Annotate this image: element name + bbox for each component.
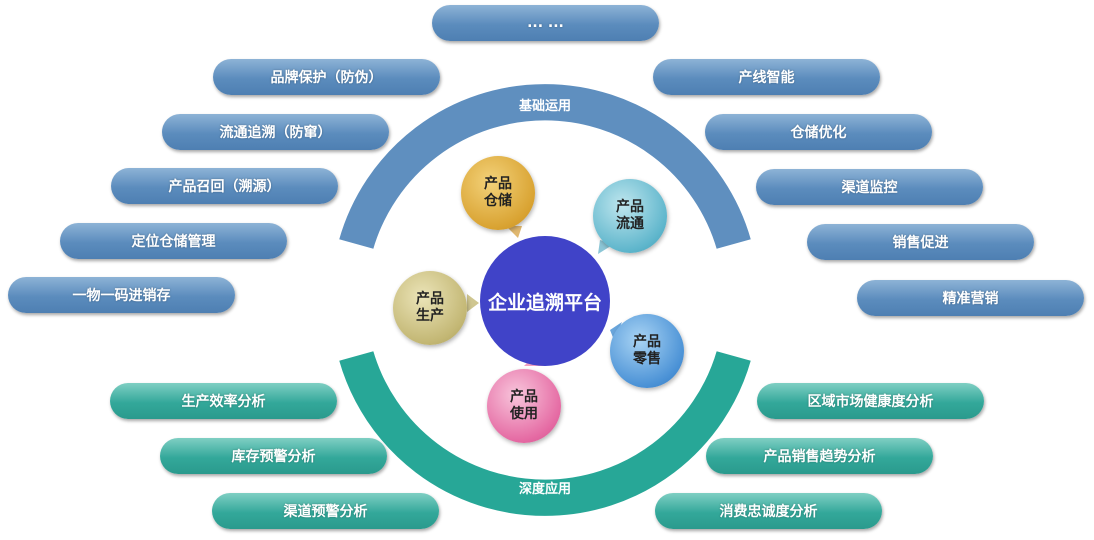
center-platform: 企业追溯平台 bbox=[480, 236, 610, 366]
node-production-label: 产品生产 bbox=[416, 291, 444, 324]
node-usage: 产品使用 bbox=[487, 369, 561, 443]
deep-arc bbox=[336, 348, 754, 518]
basic-right-item: 产线智能 bbox=[653, 59, 880, 95]
more-pill: ... ... bbox=[432, 5, 659, 41]
basic-arc bbox=[336, 82, 754, 252]
basic-left-item: 产品召回（溯源） bbox=[111, 168, 338, 204]
basic-arc-label: 基础运用 bbox=[518, 99, 571, 114]
node-storage-label: 产品仓储 bbox=[484, 176, 512, 209]
deep-left-item: 生产效率分析 bbox=[110, 383, 337, 419]
deep-arc-label: 深度应用 bbox=[518, 482, 571, 497]
arrow-storage bbox=[506, 226, 522, 238]
basic-left-item: 品牌保护（防伪） bbox=[213, 59, 440, 95]
node-usage-label: 产品使用 bbox=[510, 389, 538, 422]
node-storage: 产品仓储 bbox=[461, 156, 535, 230]
node-circulation-label: 产品流通 bbox=[616, 199, 644, 232]
basic-left-item: 一物一码进销存 bbox=[8, 277, 235, 313]
node-retail: 产品零售 bbox=[610, 314, 684, 388]
deep-left-item: 库存预警分析 bbox=[160, 438, 387, 474]
basic-right-item: 仓储优化 bbox=[705, 114, 932, 150]
node-retail-label: 产品零售 bbox=[633, 334, 661, 367]
arrow-production bbox=[467, 294, 479, 312]
deep-right-item: 消费忠诚度分析 bbox=[655, 493, 882, 529]
deep-right-item: 产品销售趋势分析 bbox=[706, 438, 933, 474]
basic-right-item: 销售促进 bbox=[807, 224, 1034, 260]
node-circulation: 产品流通 bbox=[593, 179, 667, 253]
basic-right-item: 渠道监控 bbox=[756, 169, 983, 205]
deep-right-item: 区域市场健康度分析 bbox=[757, 383, 984, 419]
basic-left-item: 定位仓储管理 bbox=[60, 223, 287, 259]
node-production: 产品生产 bbox=[393, 271, 467, 345]
deep-left-item: 渠道预警分析 bbox=[212, 493, 439, 529]
basic-right-item: 精准营销 bbox=[857, 280, 1084, 316]
basic-left-item: 流通追溯（防窜） bbox=[162, 114, 389, 150]
